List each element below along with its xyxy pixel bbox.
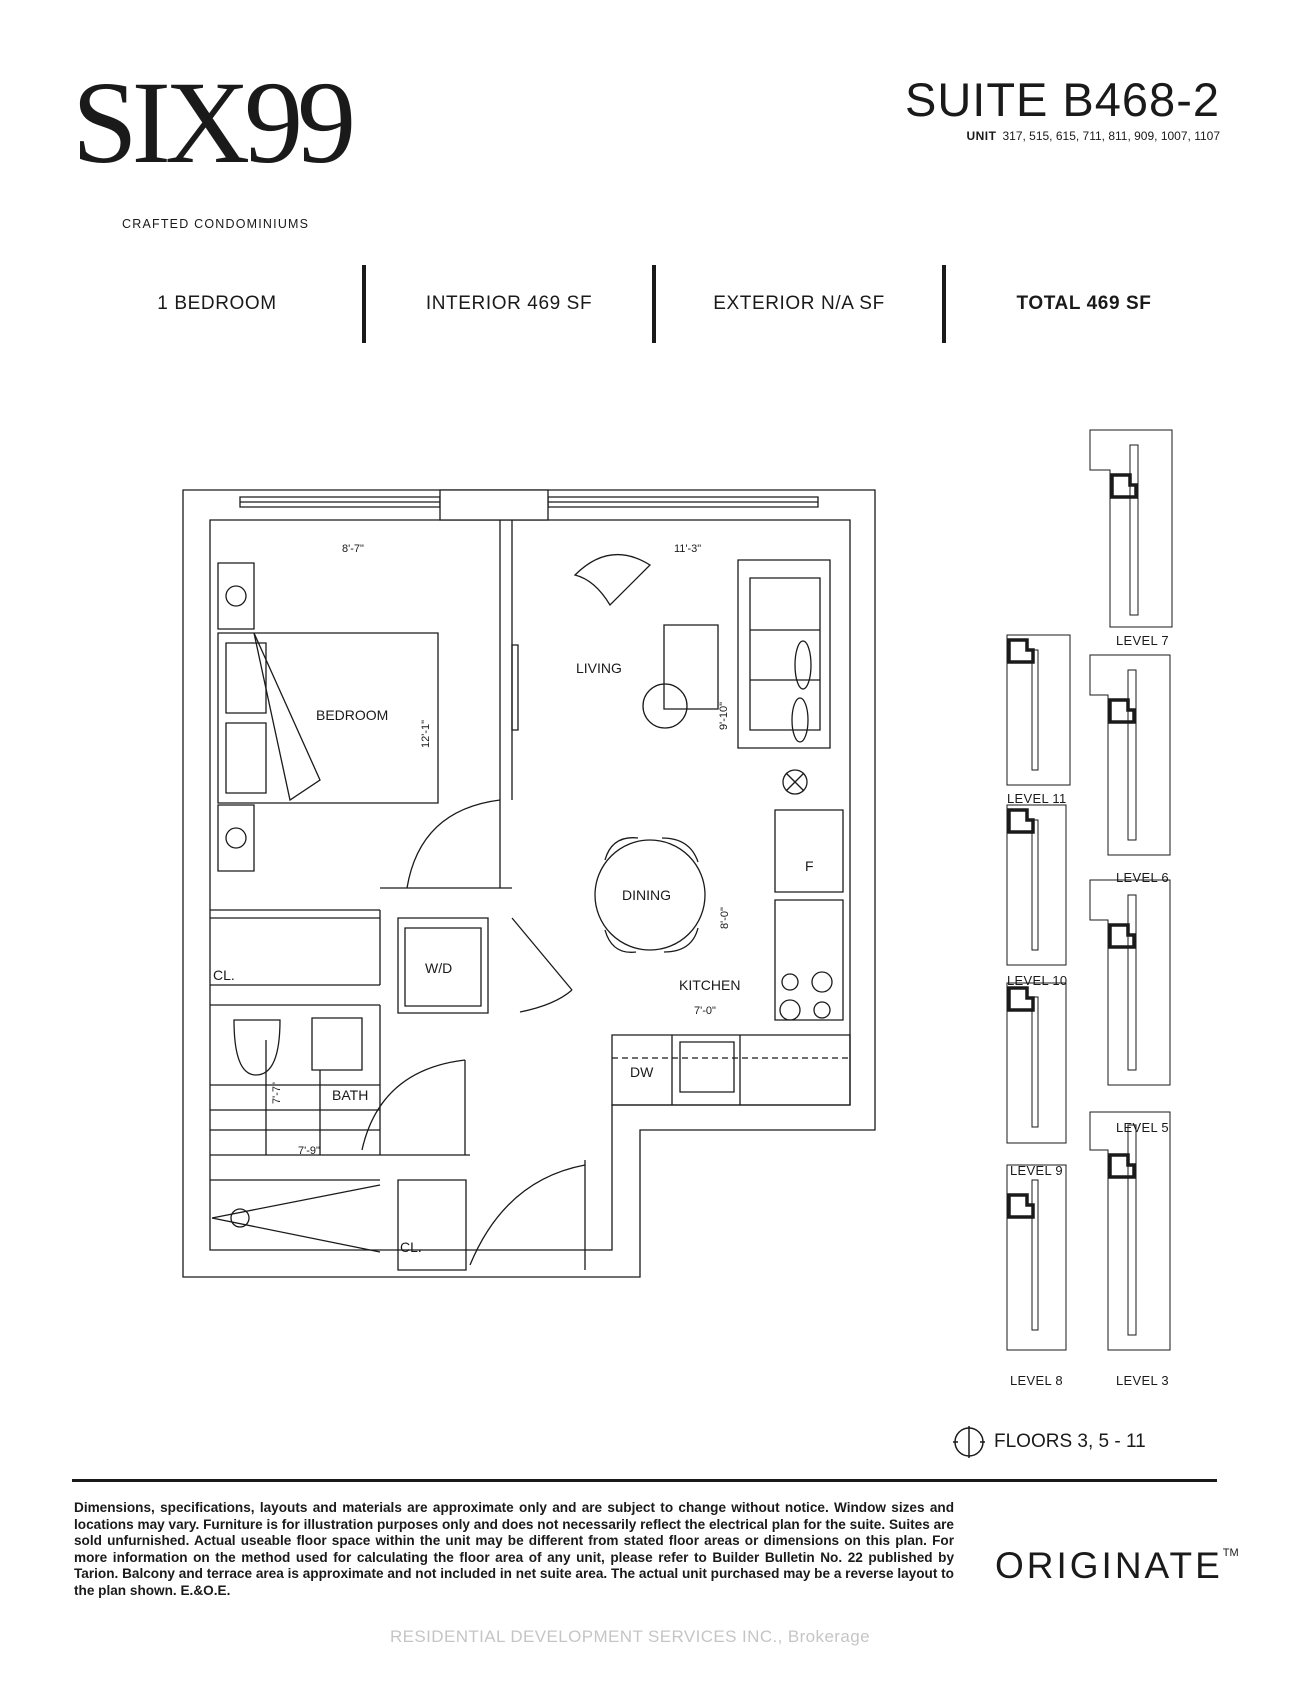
unit-numbers: 317, 515, 615, 711, 811, 909, 1007, 1107 xyxy=(1002,129,1220,143)
suite-title: SUITE B468-2 xyxy=(904,73,1220,126)
suite-highlight xyxy=(1009,810,1033,832)
key-level-label: LEVEL 5 xyxy=(1116,1120,1169,1135)
nightstand xyxy=(218,805,254,871)
north-arrow-icon xyxy=(952,1425,986,1459)
dimension-bedroom-depth: 12'-1" xyxy=(420,719,433,749)
bath-sink xyxy=(312,1018,362,1070)
stat-bedrooms: 1 BEDROOM xyxy=(157,293,277,314)
key-plan-level-9 xyxy=(1007,983,1066,1143)
room-label-bath: BATH xyxy=(332,1087,369,1103)
bed-fold xyxy=(254,633,320,800)
room-label-washer-dryer: W/D xyxy=(425,960,453,976)
key-plan-level-3 xyxy=(1090,1112,1170,1350)
key-level-label: LEVEL 11 xyxy=(1007,791,1067,806)
stat-divider xyxy=(362,265,366,343)
ceiling-light xyxy=(783,770,807,794)
room-label-living: LIVING xyxy=(576,660,622,676)
suite-highlight xyxy=(1110,925,1134,947)
brokerage-watermark: RESIDENTIAL DEVELOPMENT SERVICES INC., B… xyxy=(390,1627,870,1646)
logo-subtitle: CRAFTED CONDOMINIUMS xyxy=(122,217,310,231)
floors-label: FLOORS 3, 5 - 11 xyxy=(994,1431,1146,1452)
washer-dryer-unit xyxy=(405,928,481,1006)
key-level-label: LEVEL 7 xyxy=(1116,633,1169,648)
suite-highlight xyxy=(1009,1195,1033,1217)
dimension-bath-depth: 7'-7" xyxy=(270,1082,283,1104)
suite-stats-bar: 1 BEDROOM INTERIOR 469 SF EXTERIOR N/A S… xyxy=(72,265,1222,343)
unit-numbers-line: UNIT 317, 515, 615, 711, 811, 909, 1007, … xyxy=(966,129,1220,143)
entry-closet xyxy=(398,1180,466,1270)
dimension-living-depth: 9'-10" xyxy=(718,701,731,731)
suite-highlight xyxy=(1110,1155,1134,1177)
key-plan-level-6 xyxy=(1090,655,1170,855)
key-level-label: LEVEL 9 xyxy=(1010,1163,1063,1178)
key-plan-level-8 xyxy=(1007,1165,1066,1350)
key-level-label: LEVEL 10 xyxy=(1007,973,1068,988)
project-logo: SIX99 xyxy=(72,57,356,188)
dimension-kitchen-width: 7'-0" xyxy=(694,1005,716,1017)
stat-exterior: EXTERIOR N/A SF xyxy=(713,293,885,314)
key-level-label: LEVEL 8 xyxy=(1010,1373,1063,1388)
suite-highlight xyxy=(1110,700,1134,722)
key-plan-level-10 xyxy=(1007,805,1066,965)
suite-highlight xyxy=(1009,640,1033,662)
fridge xyxy=(775,810,843,892)
developer-brand: ORIGINATETM xyxy=(995,1545,1239,1587)
footer-divider xyxy=(72,1479,1217,1482)
room-label-entry-closet: CL. xyxy=(400,1239,422,1255)
key-plan-level-7 xyxy=(1090,430,1172,627)
dimension-bath-width: 7'-9" xyxy=(298,1145,320,1157)
dimension-living-width: 11'-3" xyxy=(674,543,702,555)
toilet xyxy=(234,1020,280,1075)
shelf-lines xyxy=(212,1185,380,1252)
stat-total: TOTAL 469 SF xyxy=(1016,293,1152,314)
floors-indicator: FLOORS 3, 5 - 11 xyxy=(952,1425,1146,1459)
kitchen-sink xyxy=(680,1042,734,1092)
kitchen-counter xyxy=(612,1035,850,1105)
key-plan-level-5 xyxy=(1090,880,1170,1085)
room-label-closet: CL. xyxy=(213,967,235,983)
suite-highlight xyxy=(1112,475,1136,497)
key-level-label: LEVEL 6 xyxy=(1116,870,1169,885)
dimension-dining-depth: 8'-0" xyxy=(718,907,731,929)
brand-name: ORIGINATE xyxy=(995,1545,1223,1586)
disclaimer-text: Dimensions, specifications, layouts and … xyxy=(74,1500,954,1598)
sofa xyxy=(738,560,830,748)
stat-divider xyxy=(942,265,946,343)
unit-label: UNIT xyxy=(966,129,997,143)
room-label-dishwasher: DW xyxy=(630,1064,654,1080)
key-plan-level-11 xyxy=(1007,635,1070,785)
bed xyxy=(218,633,438,803)
key-plan-drawing xyxy=(990,425,1190,1385)
cooktop-counter xyxy=(775,900,843,1020)
room-label-kitchen: KITCHEN xyxy=(679,977,741,993)
exterior-wall-outline xyxy=(183,490,875,1277)
stat-interior: INTERIOR 469 SF xyxy=(425,293,593,314)
room-label-fridge: F xyxy=(805,858,814,874)
room-label-bedroom: BEDROOM xyxy=(316,707,389,723)
coffee-table xyxy=(664,625,718,709)
accent-chair xyxy=(575,555,650,605)
trademark-mark: TM xyxy=(1222,1547,1239,1559)
suite-highlight xyxy=(1009,988,1033,1010)
dimension-bedroom-width: 8'-7" xyxy=(342,543,364,555)
room-label-dining: DINING xyxy=(622,887,671,903)
nightstand xyxy=(218,563,254,629)
key-level-label: LEVEL 3 xyxy=(1116,1373,1169,1388)
sliding-door xyxy=(512,645,518,730)
stat-divider xyxy=(652,265,656,343)
dining-table xyxy=(595,840,705,950)
